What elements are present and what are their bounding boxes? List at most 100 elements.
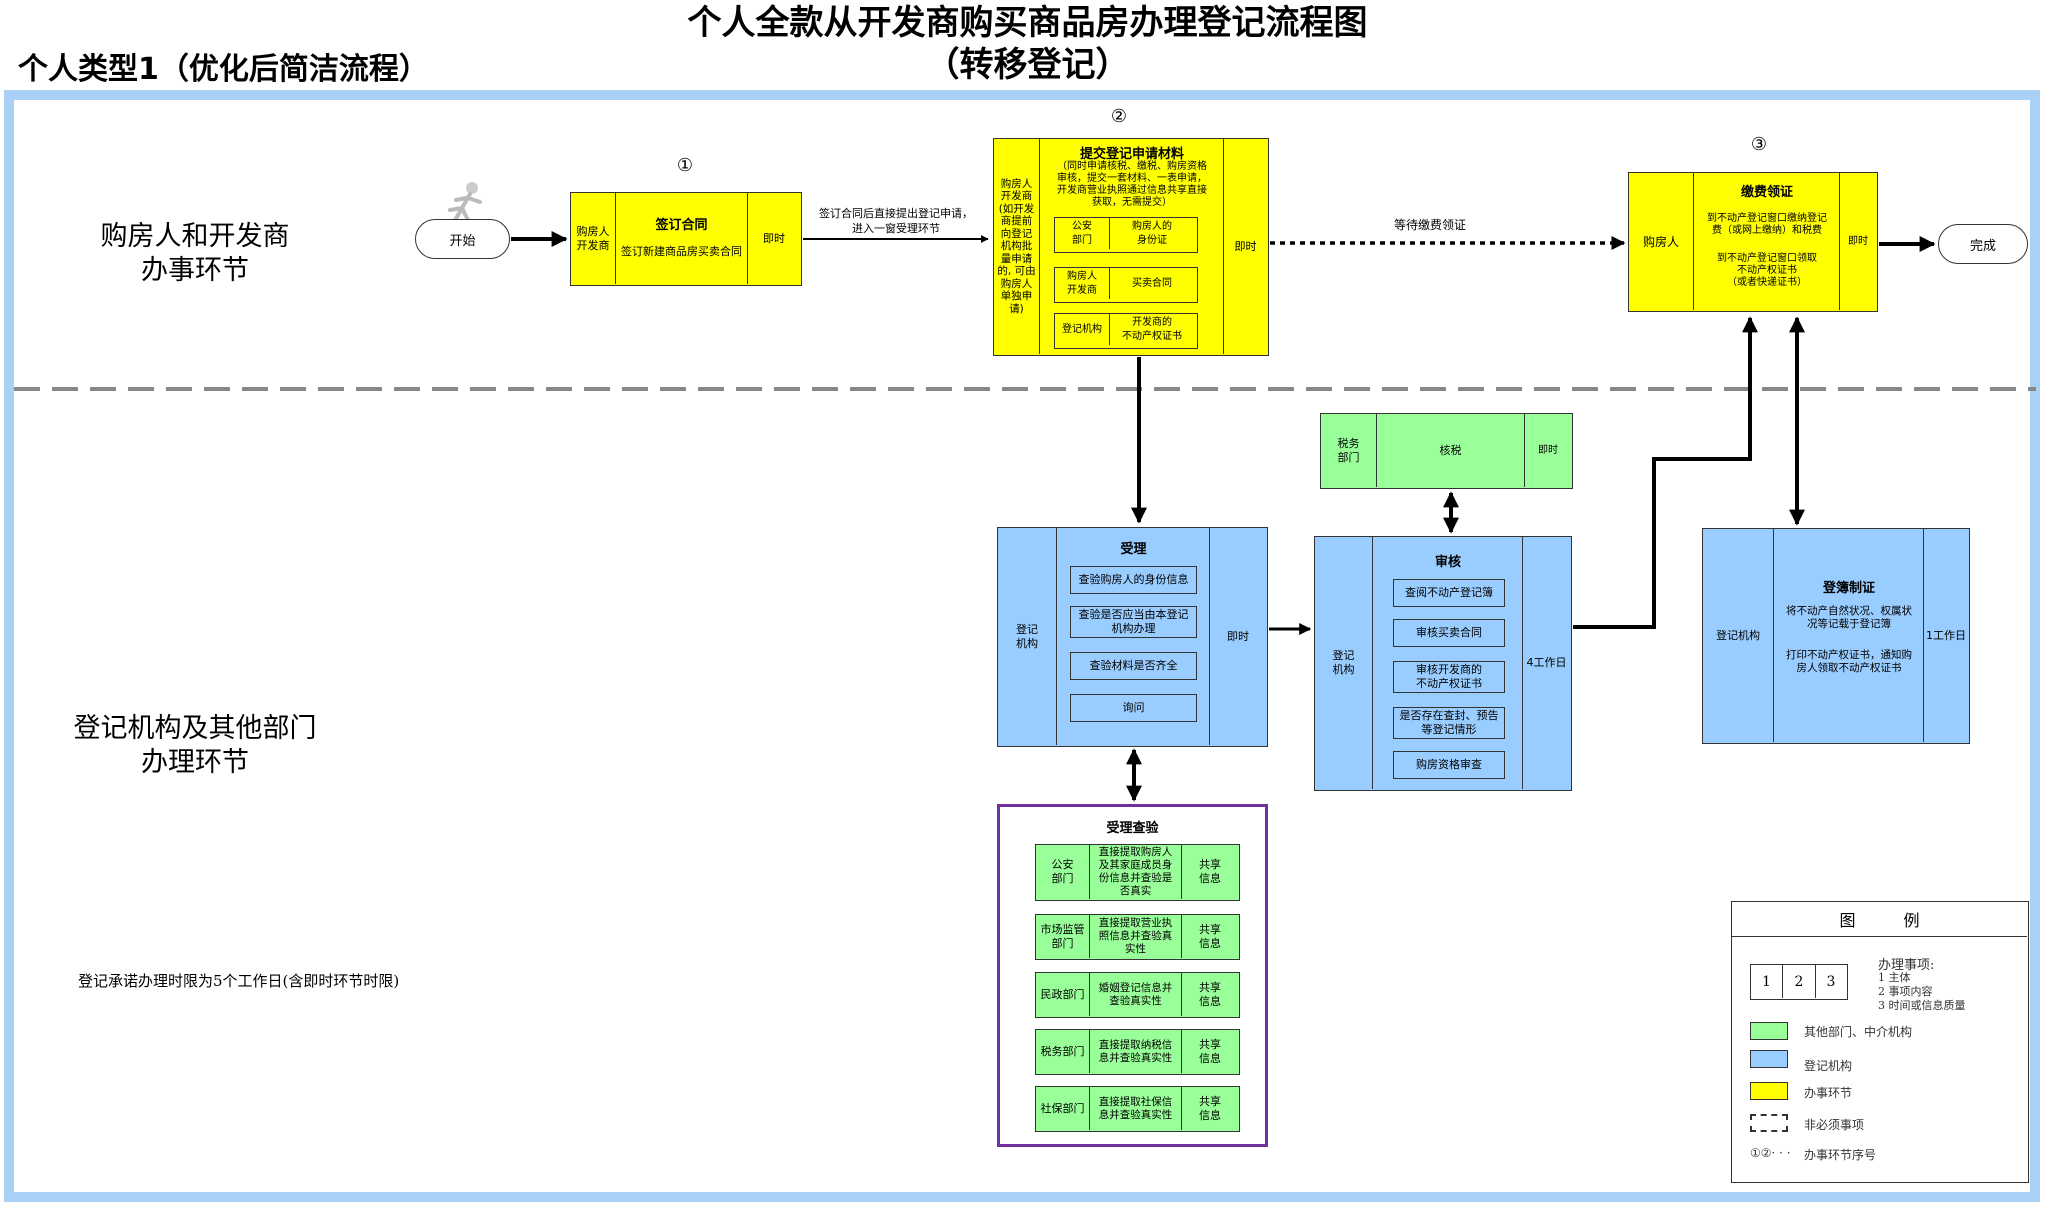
swimlane-frame [4, 90, 2040, 1202]
tax-time: 即时 [1524, 414, 1571, 487]
tax-box: 税务 部门 核税 即时 [1320, 413, 1573, 489]
register-time: 1工作日 [1923, 529, 1968, 742]
accept-content-cell: 受理 查验购房人的身份信息 查验是否应当由本登记 机构办理 查验材料是否齐全 询… [1056, 528, 1210, 745]
legend-seq-symbol: ①②· · · [1750, 1146, 1791, 1160]
verify-panel: 受理查验 公安 部门 直接提取购房人 及其家庭成员身 份信息并查验是 否真实 共… [997, 804, 1268, 1147]
review-title: 审核 [1434, 555, 1461, 570]
verify-row-2-dept: 市场监管 部门 [1040, 922, 1085, 950]
legend-panel: 图 例 1 2 3 办理事项: 1 主体 2 事项内容 3 时间或信息质量 其他… [1731, 901, 2029, 1183]
step3-title: 缴费领证 [1740, 185, 1793, 200]
step2-row-3-what: 开发商的 不动产权证书 [1109, 314, 1194, 345]
review-actor: 登记 机构 [1332, 649, 1355, 676]
step2-actor: 购房人 开发商 (如开发 商提前 向登记 机构批 量申请 的, 可由 购房人 单… [997, 177, 1036, 315]
register-title: 登簿制证 [1822, 581, 1875, 596]
review-item-1: 查阅不动产登记簿 [1393, 579, 1505, 607]
step2-row-2: 购房人 开发商 买卖合同 [1054, 267, 1198, 303]
verify-row-3-dept: 民政部门 [1040, 987, 1085, 1001]
legend-matter-2: 2 事项内容 [1878, 985, 1933, 998]
verify-row-1-desc: 直接提取购房人 及其家庭成员身 份信息并查验是 否真实 [1089, 845, 1181, 899]
diagram-title-line1: 个人全款从开发商购买商品房办理登记流程图 [687, 3, 1368, 43]
verify-row-2-tag: 共享 信息 [1181, 915, 1238, 958]
accept-item-2: 查验是否应当由本登记 机构办理 [1070, 606, 1197, 638]
end-node: 完成 [1938, 224, 2028, 264]
step1-content: 签订新建商品房买卖合同 [621, 244, 742, 258]
legend-cell-2: 2 [1782, 965, 1815, 998]
review-item-3: 审核开发商的 不动产权证书 [1393, 661, 1505, 693]
step2-content-cell: 提交登记申请材料 （同时申请核税、缴税、购房资格 审核，提交一套材料、一表申请，… [1039, 139, 1224, 354]
tax-title: 核税 [1376, 414, 1524, 487]
verify-row-5: 社保部门 直接提取社保信 息并查验真实性 共享 信息 [1035, 1086, 1240, 1132]
verify-row-2: 市场监管 部门 直接提取营业执 照信息并查验真 实性 共享 信息 [1035, 914, 1240, 960]
promise-note: 登记承诺办理时限为5个工作日(含即时环节时限) [78, 972, 400, 990]
step2-row-1-who: 公安 部门 [1072, 220, 1092, 246]
lane-label-registry: 登记机构及其他部门 办理环节 [73, 713, 317, 778]
step-marker-3: ③ [1750, 134, 1768, 155]
step2-time: 即时 [1223, 139, 1267, 354]
step-marker-1: ① [676, 155, 694, 176]
verify-row-2-desc: 直接提取营业执 照信息并查验真 实性 [1089, 915, 1181, 958]
review-item-2: 审核买卖合同 [1393, 619, 1505, 647]
step1-content-cell: 签订合同 签订新建商品房买卖合同 [615, 193, 747, 284]
diagram-subtitle: 个人类型1（优化后简洁流程） [18, 52, 429, 87]
running-person-icon [448, 182, 482, 224]
accept-item-1: 查验购房人的身份信息 [1070, 566, 1197, 594]
start-node: 开始 [415, 219, 510, 259]
step2-submit-box: 购房人 开发商 (如开发 商提前 向登记 机构批 量申请 的, 可由 购房人 单… [993, 138, 1269, 356]
legend-yellow-label: 办事环节 [1804, 1086, 1853, 1100]
step1-actor: 购房人 开发商 [576, 224, 610, 252]
register-box: 登记机构 登簿制证 将不动产自然状况、权属状 况等记载于登记簿 打印不动产权证书… [1702, 528, 1970, 744]
review-item-5: 购房资格审查 [1393, 751, 1505, 779]
verify-row-4-dept: 税务部门 [1040, 1044, 1085, 1058]
step2-row-1-what: 购房人的 身份证 [1109, 218, 1194, 249]
step2-title: 提交登记申请材料 [1079, 147, 1184, 162]
tax-actor: 税务 部门 [1337, 436, 1360, 464]
legend-swatch-dashed [1750, 1114, 1788, 1132]
step-marker-2: ② [1110, 106, 1128, 127]
verify-row-5-desc: 直接提取社保信 息并查验真实性 [1089, 1087, 1181, 1130]
verify-row-3-desc: 婚姻登记信息并 查验真实性 [1089, 973, 1181, 1016]
lane-label-applicant: 购房人和开发商 办事环节 [100, 221, 290, 286]
step3-content1: 到不动产登记窗口缴纳登记 费（或网上缴纳）和税费 [1707, 213, 1827, 236]
legend-green-label: 其他部门、中介机构 [1804, 1025, 1913, 1039]
legend-matter-3: 3 时间或信息质量 [1878, 999, 1966, 1012]
verify-row-1-tag: 共享 信息 [1181, 845, 1238, 899]
step2-row-2-who: 购房人 开发商 [1067, 270, 1097, 296]
verify-row-4-desc: 直接提取纳税信 息并查验真实性 [1089, 1030, 1181, 1073]
step3-time: 即时 [1839, 173, 1876, 310]
legend-title: 图 例 [1732, 902, 2027, 937]
accept-box: 登记 机构 受理 查验购房人的身份信息 查验是否应当由本登记 机构办理 查验材料… [997, 527, 1268, 747]
verify-row-1: 公安 部门 直接提取购房人 及其家庭成员身 份信息并查验是 否真实 共享 信息 [1035, 844, 1240, 901]
legend-seq-label: 办事环节序号 [1804, 1148, 1877, 1162]
verify-row-4-tag: 共享 信息 [1181, 1030, 1238, 1073]
verify-row-1-dept: 公安 部门 [1051, 858, 1074, 885]
diagram-title-line2: （转移登记） [925, 45, 1130, 85]
verify-row-5-tag: 共享 信息 [1181, 1087, 1238, 1130]
step1-title: 签订合同 [655, 217, 708, 233]
legend-matter-1: 1 主体 [1878, 971, 1911, 984]
legend-swatch-green [1750, 1022, 1788, 1040]
step2-row-3: 登记机构 开发商的 不动产权证书 [1054, 313, 1198, 349]
register-content1: 将不动产自然状况、权属状 况等记载于登记簿 [1786, 605, 1912, 630]
arrow1-note: 签订合同后直接提出登记申请， 进入一窗受理环节 [819, 207, 973, 235]
legend-matter-cells: 1 2 3 [1750, 964, 1848, 1000]
register-content-cell: 登簿制证 将不动产自然状况、权属状 况等记载于登记簿 打印不动产权证书，通知购 … [1773, 529, 1924, 742]
legend-blue-label: 登记机构 [1804, 1059, 1853, 1073]
step3-content2: 到不动产登记窗口领取 不动产权证书 （或者快递证书） [1717, 253, 1817, 288]
review-box: 登记 机构 审核 查阅不动产登记簿 审核买卖合同 审核开发商的 不动产权证书 是… [1314, 536, 1572, 791]
verify-row-4: 税务部门 直接提取纳税信 息并查验真实性 共享 信息 [1035, 1029, 1240, 1075]
step2-desc: （同时申请核税、缴税、购房资格 审核，提交一套材料、一表申请， 开发商营业执照通… [1057, 161, 1207, 208]
step2-row-3-who: 登记机构 [1062, 323, 1102, 335]
step3-content-cell: 缴费领证 到不动产登记窗口缴纳登记 费（或网上缴纳）和税费 到不动产登记窗口领取… [1693, 173, 1840, 310]
legend-dashed-label: 非必须事项 [1804, 1118, 1865, 1132]
verify-row-3: 民政部门 婚姻登记信息并 查验真实性 共享 信息 [1035, 972, 1240, 1018]
verify-row-3-tag: 共享 信息 [1181, 973, 1238, 1016]
review-item-4: 是否存在查封、预告 等登记情形 [1393, 707, 1505, 739]
wait-note: 等待缴费领证 [1393, 218, 1466, 232]
step3-pay-collect-box: 购房人 缴费领证 到不动产登记窗口缴纳登记 费（或网上缴纳）和税费 到不动产登记… [1628, 172, 1878, 312]
step2-row-2-what: 买卖合同 [1109, 268, 1194, 299]
accept-actor: 登记 机构 [1016, 622, 1038, 650]
step1-time: 即时 [747, 193, 800, 284]
verify-row-5-dept: 社保部门 [1040, 1101, 1085, 1115]
legend-matters-head: 办理事项: [1878, 958, 1935, 973]
accept-time: 即时 [1209, 528, 1266, 745]
